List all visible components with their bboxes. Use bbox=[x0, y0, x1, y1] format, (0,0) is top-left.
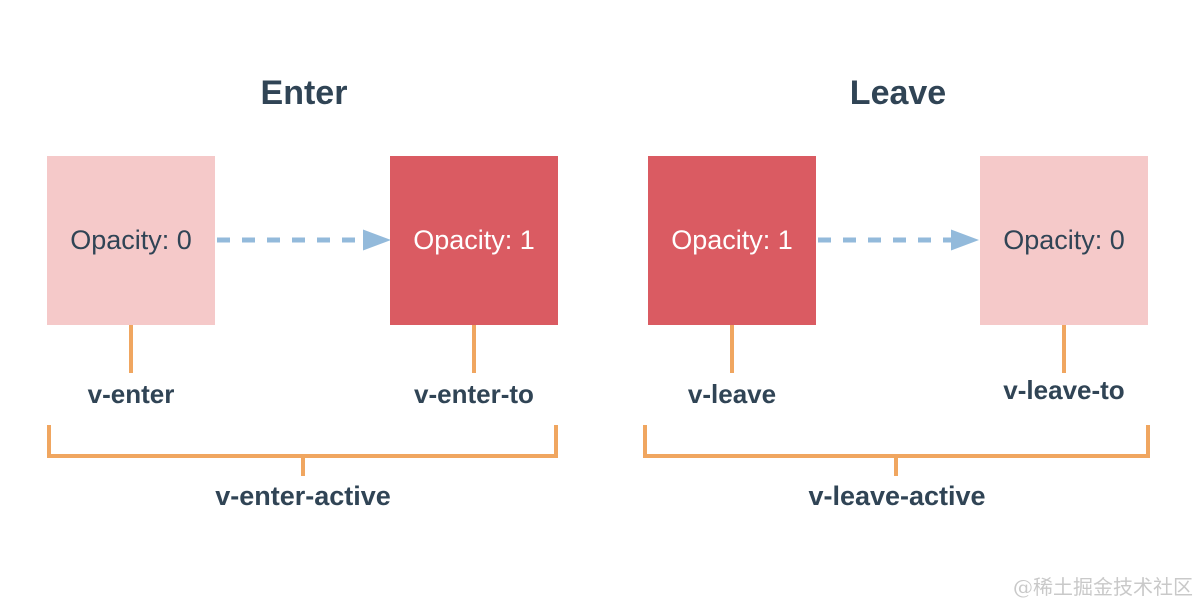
bracket-right-edge bbox=[554, 425, 558, 458]
enter-title: Enter bbox=[260, 74, 348, 112]
enter-start-box: Opacity: 0 bbox=[47, 156, 215, 325]
leave-end-connector bbox=[1062, 325, 1066, 373]
enter-end-box: Opacity: 1 bbox=[390, 156, 558, 325]
leave-start-box-label: Opacity: 1 bbox=[671, 225, 793, 255]
bracket-right-edge bbox=[1146, 425, 1150, 458]
v-enter-active-label: v-enter-active bbox=[215, 481, 391, 511]
bracket-center-tick bbox=[894, 458, 898, 476]
bracket-center-tick bbox=[301, 458, 305, 476]
leave-transition-arrow-icon bbox=[818, 229, 979, 251]
v-enter-to-label: v-enter-to bbox=[414, 379, 534, 409]
v-leave-to-label: v-leave-to bbox=[1003, 375, 1125, 405]
enter-start-connector bbox=[129, 325, 133, 373]
bracket-bottom-edge bbox=[643, 454, 1150, 458]
v-leave-active-label: v-leave-active bbox=[808, 481, 986, 511]
bracket-bottom-edge bbox=[47, 454, 558, 458]
bracket-left-edge bbox=[643, 425, 647, 458]
leave-start-box: Opacity: 1 bbox=[648, 156, 816, 325]
leave-title: Leave bbox=[849, 74, 947, 112]
enter-end-box-label: Opacity: 1 bbox=[413, 225, 535, 255]
enter-end-connector bbox=[472, 325, 476, 373]
bracket-left-edge bbox=[47, 425, 51, 458]
enter-start-box-label: Opacity: 0 bbox=[70, 225, 192, 255]
v-enter-label: v-enter bbox=[87, 379, 175, 409]
leave-start-connector bbox=[730, 325, 734, 373]
watermark-text: @稀土掘金技术社区 bbox=[1013, 575, 1193, 599]
leave-end-box: Opacity: 0 bbox=[980, 156, 1148, 325]
enter-transition-arrow-icon bbox=[217, 229, 391, 251]
v-leave-label: v-leave bbox=[687, 379, 777, 409]
leave-end-box-label: Opacity: 0 bbox=[1003, 225, 1125, 255]
